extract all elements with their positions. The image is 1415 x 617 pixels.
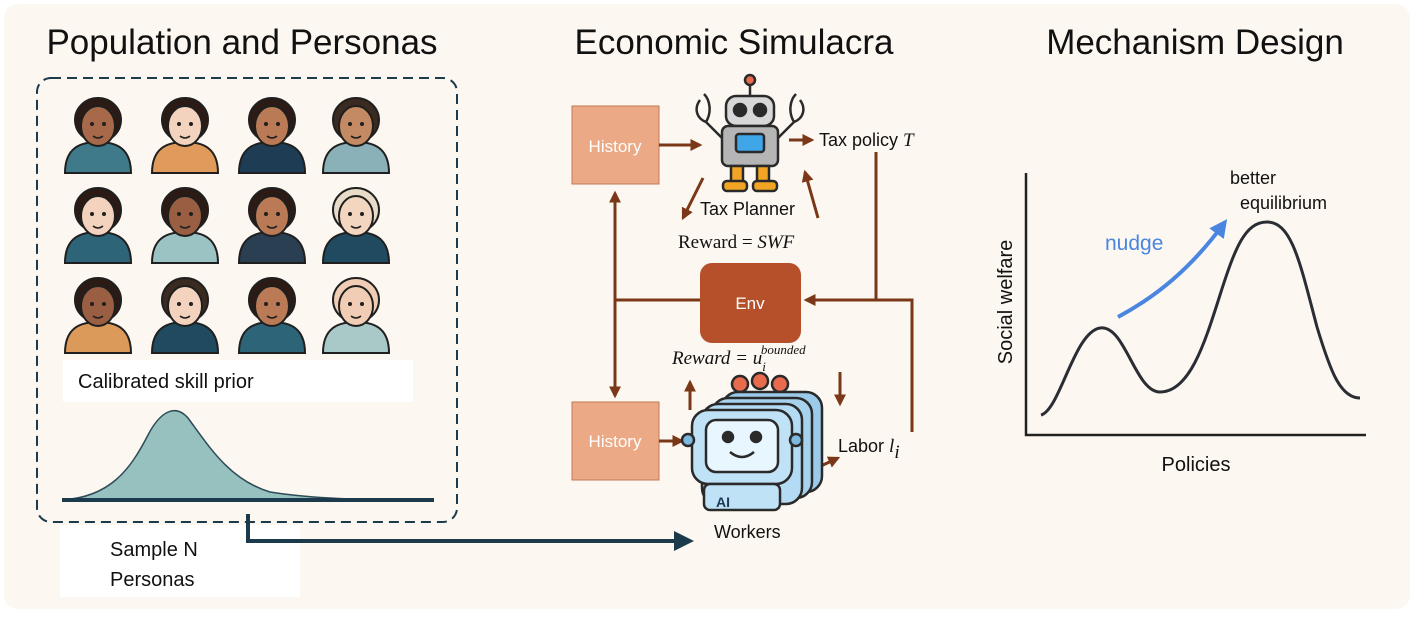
ai-workers-icon: AI xyxy=(680,371,824,512)
nudge-arrow xyxy=(1117,219,1228,319)
tax-planner-label: Tax Planner xyxy=(700,199,795,219)
sample-label-bg xyxy=(60,525,300,597)
persona-avatar-icon xyxy=(321,277,391,354)
title-population: Population and Personas xyxy=(46,23,437,62)
persona-avatar-icon xyxy=(237,187,307,264)
history-top-label: History xyxy=(589,137,642,156)
welfare-x-axis-label: Policies xyxy=(1162,454,1231,476)
workers-label: Workers xyxy=(714,522,781,542)
persona-avatar-icon xyxy=(150,97,220,174)
nudge-label: nudge xyxy=(1105,232,1163,255)
persona-avatar-icon xyxy=(150,187,220,264)
labor-to-env-line xyxy=(876,298,914,432)
calibrated-label-bg xyxy=(63,360,413,402)
title-mechanism: Mechanism Design xyxy=(1046,23,1344,62)
sample-label-line1: Sample N xyxy=(110,539,198,561)
reward-swf-label: Reward = SWF xyxy=(678,232,795,253)
welfare-y-axis-label: Social welfare xyxy=(995,240,1017,365)
tax-policy-label: Tax policy T xyxy=(819,130,915,151)
persona-avatar-icon xyxy=(63,187,133,264)
env-box xyxy=(700,263,801,343)
title-simulacra: Economic Simulacra xyxy=(575,23,895,62)
persona-avatar-icon xyxy=(150,277,220,354)
sample-label-line2: Personas xyxy=(110,569,195,591)
better-equilibrium-line1: better xyxy=(1230,168,1276,188)
calibrated-skill-prior-label: Calibrated skill prior xyxy=(78,371,254,393)
reward-bounded-label: Reward = uibounded xyxy=(671,342,806,374)
history-box-bottom xyxy=(571,401,660,481)
env-label: Env xyxy=(735,294,765,313)
welfare-curve xyxy=(1040,220,1361,417)
persona-avatar-icon xyxy=(237,97,307,174)
persona-grid xyxy=(63,97,391,354)
skill-distribution-curve xyxy=(62,410,432,500)
persona-avatar-icon xyxy=(321,187,391,264)
reward-up-arrow xyxy=(801,169,820,219)
better-equilibrium-line2: equilibrium xyxy=(1240,193,1327,213)
persona-avatar-icon xyxy=(63,97,133,174)
ai-badge: AI xyxy=(716,494,730,510)
persona-avatar-icon xyxy=(237,277,307,354)
labor-label: Labor li xyxy=(838,436,900,463)
planner-down-arrow xyxy=(681,177,705,221)
persona-avatar-icon xyxy=(63,277,133,354)
flow-arrows xyxy=(609,134,914,474)
tax-planner-robot-icon xyxy=(695,73,805,193)
sample-personas-arrow xyxy=(246,514,694,551)
history-box-top xyxy=(571,105,660,185)
history-bottom-label: History xyxy=(589,432,642,451)
persona-avatar-icon xyxy=(321,97,391,174)
welfare-axes xyxy=(1024,173,1366,437)
